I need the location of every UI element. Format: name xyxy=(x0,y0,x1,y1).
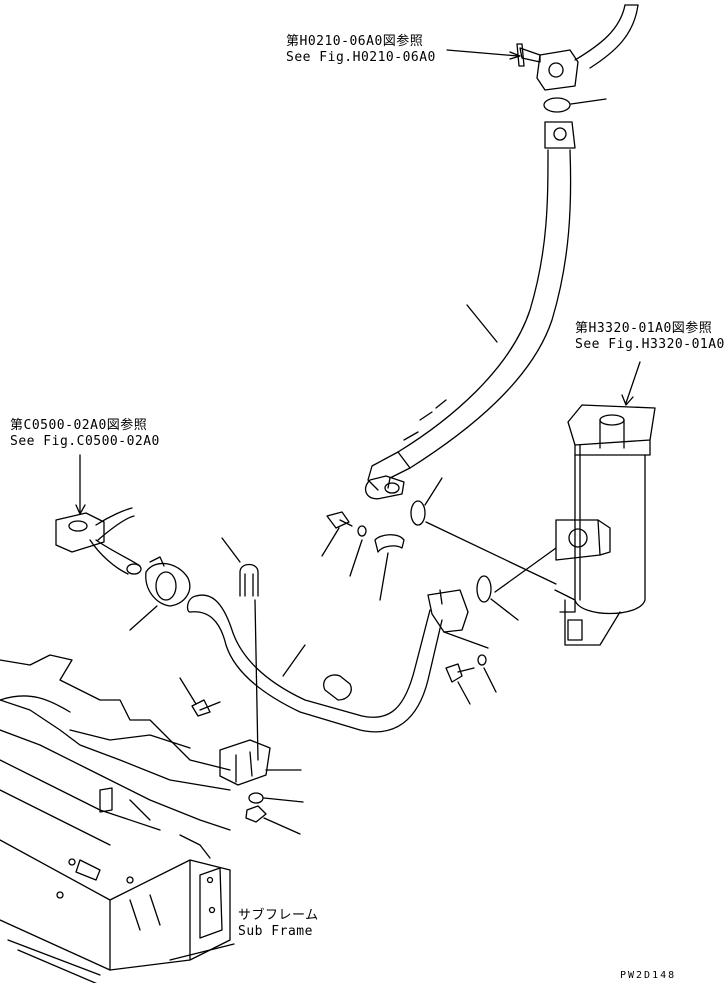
leader-washer-mid xyxy=(349,539,363,577)
lower-bent-pipe xyxy=(186,589,469,733)
leader-clamp xyxy=(129,605,158,631)
subframe-label: サブフレーム Sub Frame xyxy=(238,908,319,940)
leader-ref1 xyxy=(446,49,519,57)
reference-label-c0500: 第C0500-02A0図参照 See Fig.C0500-02A0 xyxy=(10,418,160,450)
reference-h0210-en: See Fig.H0210-06A0 xyxy=(286,50,436,65)
leader-flange-lower xyxy=(443,631,489,649)
leader-o-ring-lower xyxy=(490,598,519,621)
drawing-code: PW2D148 xyxy=(620,970,677,981)
u-bolt xyxy=(239,563,259,597)
leader-ref2-arrow xyxy=(621,394,634,406)
leader-tank-1 xyxy=(425,521,557,585)
leader-u-bolt-drop xyxy=(254,599,259,761)
reference-label-h0210: 第H0210-06A0図参照 See Fig.H0210-06A0 xyxy=(286,34,436,66)
leader-u-bolt xyxy=(221,537,241,563)
leader-pipe xyxy=(282,644,306,677)
reference-c0500-en: See Fig.C0500-02A0 xyxy=(10,434,160,449)
leader-bolt-lower xyxy=(457,681,471,705)
leader-washer xyxy=(263,797,304,803)
leader-tank-2 xyxy=(494,547,557,593)
reference-h3320-jp: 第H3320-01A0図参照 xyxy=(575,321,713,336)
washer xyxy=(248,792,264,804)
leader-flange-mid xyxy=(379,552,389,601)
o-ring-lower xyxy=(476,575,492,603)
o-ring-mid xyxy=(410,500,426,526)
o-ring-top xyxy=(543,97,571,113)
subframe-label-en: Sub Frame xyxy=(238,924,313,939)
bolt-washer-lower xyxy=(445,654,487,683)
reference-c0500-jp: 第C0500-02A0図参照 xyxy=(10,418,148,433)
reference-h0210-jp: 第H0210-06A0図参照 xyxy=(286,34,424,49)
frame-bolt xyxy=(191,699,221,717)
reference-h3320-en: See Fig.H3320-01A0 xyxy=(575,337,725,352)
subframe-label-jp: サブフレーム xyxy=(238,908,319,923)
hose-assembly xyxy=(365,121,576,500)
hose-clamp xyxy=(145,556,191,607)
left-elbow-fitting xyxy=(55,507,142,575)
leader-o-ring-mid xyxy=(424,477,443,506)
upper-pipe-elbow xyxy=(516,4,639,91)
nut xyxy=(245,805,267,823)
reference-label-h3320: 第H3320-01A0図参照 See Fig.H3320-01A0 xyxy=(575,321,725,353)
leader-ref2 xyxy=(625,361,641,404)
leader-subframe xyxy=(169,943,235,961)
leader-washer-lower xyxy=(483,667,497,693)
split-flange-set-mid xyxy=(326,511,405,553)
tank-assembly xyxy=(554,404,656,646)
mounting-bracket xyxy=(219,739,271,786)
leader-ref1-arrow xyxy=(509,51,521,60)
sub-frame xyxy=(0,654,231,983)
leader-o-ring-top xyxy=(570,98,607,105)
leader-ref3-arrow xyxy=(75,504,86,515)
leader-frame-bolt xyxy=(179,677,197,705)
leader-bolt-mid xyxy=(321,527,340,557)
leader-hose xyxy=(466,304,498,343)
leader-nut xyxy=(263,817,301,835)
